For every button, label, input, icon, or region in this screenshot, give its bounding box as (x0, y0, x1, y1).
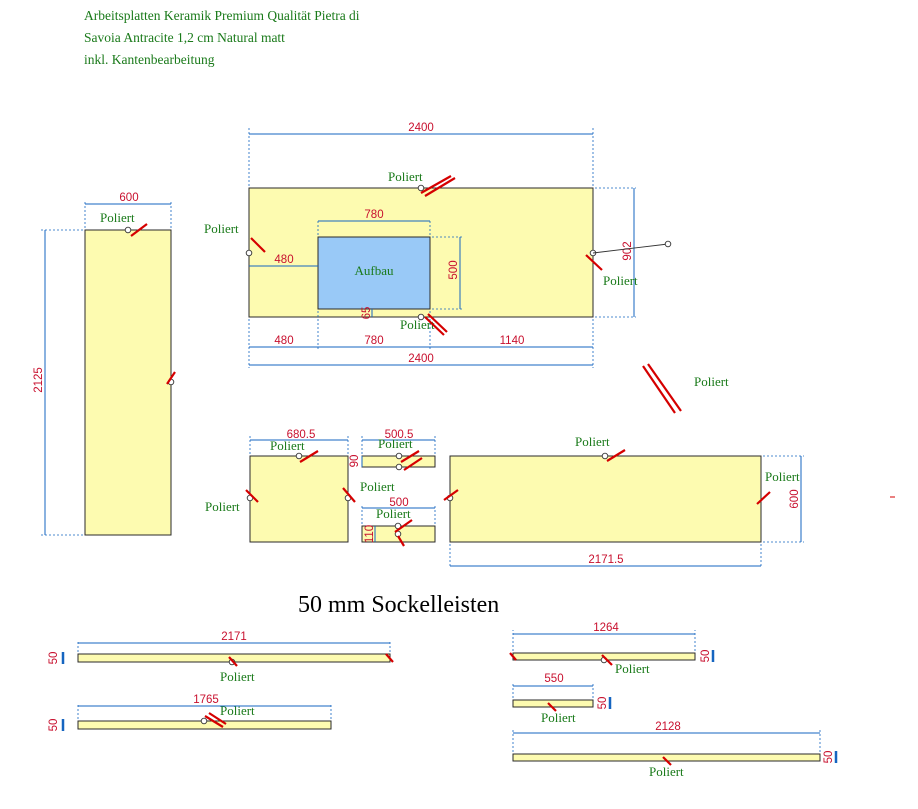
dim-left-width: 600 (119, 192, 138, 204)
edge-point (601, 452, 609, 460)
dim-plinth-d: 550 (544, 673, 563, 685)
edge-mark-icon (606, 449, 626, 462)
edge-point (417, 184, 425, 192)
mid-panels-group: 680.5 Poliert Poliert 500.5 90 Poliert P… (205, 429, 895, 568)
dim-plinth-b: 1765 (193, 694, 219, 706)
label-polished-p4-right: Poliert (765, 469, 800, 484)
dim-p3-width: 500 (389, 497, 408, 509)
edge-mark-icon (250, 237, 266, 253)
label-polished-p1-top: Poliert (270, 438, 305, 453)
edge-mark-icon (166, 371, 176, 385)
dim-plinth-a-height: 50 (48, 652, 60, 665)
label-polished-p3-top: Poliert (376, 506, 411, 521)
label-polished-top: Poliert (388, 169, 423, 184)
edge-mark-icon (424, 313, 448, 336)
edge-point (295, 452, 303, 460)
dim-seg-right: 1140 (500, 335, 525, 347)
dim-p4-width: 2171.5 (588, 554, 623, 566)
dim-main-width-top: 2400 (408, 122, 434, 134)
label-polished-plinth-b: Poliert (220, 703, 255, 718)
edge-mark-icon (547, 702, 557, 712)
dim-plinth-c: 1264 (593, 622, 619, 634)
edge-mark-icon (642, 363, 682, 414)
edge-point (417, 313, 425, 321)
header-line-1: Arbeitsplatten Keramik Premium Qualität … (84, 8, 360, 23)
label-polished-p2-top: Poliert (378, 436, 413, 451)
edge-mark-icon (662, 756, 672, 766)
dim-plinth-c-height: 50 (700, 650, 712, 663)
edge-mark-icon (397, 535, 405, 547)
edge-mark-icon (601, 654, 613, 666)
label-polished-p2-bottom: Poliert (360, 479, 395, 494)
label-polished-left: Poliert (204, 221, 239, 236)
dim-cut-height: 500 (448, 260, 460, 279)
dim-seg-mid: 780 (364, 335, 383, 347)
edge-mark-icon (585, 254, 603, 271)
label-polished-bottom: Poliert (400, 317, 435, 332)
edge-mark-icon (400, 450, 420, 463)
edge-mark-icon (385, 653, 394, 663)
label-polished-plinth-e: Poliert (649, 764, 684, 779)
dim-p2-width: 500.5 (385, 429, 414, 441)
dim-plinth-d-height: 50 (597, 697, 609, 710)
label-polished-p4-top: Poliert (575, 434, 610, 449)
label-polished-plinth-d: Poliert (541, 710, 576, 725)
dim-cut-width: 780 (364, 209, 383, 221)
edge-point (395, 463, 403, 471)
edge-mark-icon (403, 457, 423, 471)
left-panel-group: 600 2125 Poliert (33, 192, 176, 536)
leader-end-point (664, 240, 672, 248)
label-polished-floating: Poliert (694, 374, 729, 389)
edge-mark-icon (443, 489, 459, 501)
dim-p4-height: 600 (789, 489, 801, 508)
dim-plinth-e-height: 50 (823, 751, 835, 764)
edge-point (395, 452, 403, 460)
dim-seg-left: 480 (274, 335, 293, 347)
cutout-label: Aufbau (355, 263, 394, 278)
edge-mark-icon (130, 223, 148, 237)
dim-left-height: 2125 (33, 367, 45, 393)
section-title: 50 mm Sockelleisten (298, 592, 499, 618)
header-line-2: Savoia Antracite 1,2 cm Natural matt (84, 30, 285, 45)
edge-mark-icon (394, 519, 413, 533)
label-polished-right: Poliert (603, 273, 638, 288)
edge-mark-icon (509, 652, 517, 661)
header-line-3: inkl. Kantenbearbeitung (84, 52, 215, 67)
dim-p1-width: 680.5 (287, 429, 316, 441)
dim-p2-height: 90 (349, 455, 361, 468)
label-polished-plinth-a: Poliert (220, 669, 255, 684)
panel-680 (249, 455, 349, 543)
label-polished-p1-left: Poliert (205, 499, 240, 514)
edge-mark-icon (204, 712, 227, 728)
edge-mark-icon (756, 491, 771, 505)
label-polished-left-panel: Poliert (100, 210, 135, 225)
dim-main-width-bottom: 2400 (408, 353, 434, 365)
plinths-group: 2171 50 Poliert 1765 50 Poliert 1264 50 … (48, 622, 838, 779)
left-panel (84, 229, 172, 536)
edge-mark-icon (299, 450, 319, 463)
label-polished-plinth-c: Poliert (615, 661, 650, 676)
dim-small-65: 65 (361, 307, 373, 320)
panel-2171-5 (449, 455, 762, 543)
edge-mark-icon (420, 175, 456, 197)
edge-point (200, 717, 208, 725)
edge-mark-icon (228, 656, 238, 667)
edge-mark-icon (342, 487, 356, 503)
edge-mark-icon (245, 489, 259, 503)
dim-plinth-b-height: 50 (48, 719, 60, 732)
cutout-aufbau (317, 236, 431, 310)
dim-cut-offset: 480 (274, 254, 293, 266)
dim-plinth-e: 2128 (655, 721, 681, 733)
plinth-550 (512, 699, 594, 708)
dim-p3-height: 110 (364, 525, 376, 543)
dim-main-depth: 902 (622, 241, 634, 260)
dim-plinth-a: 2171 (221, 631, 247, 643)
edge-point (124, 226, 132, 234)
edge-point (245, 249, 253, 257)
main-panel-group: Aufbau 2400 780 500 480 65 902 480 (204, 122, 729, 414)
